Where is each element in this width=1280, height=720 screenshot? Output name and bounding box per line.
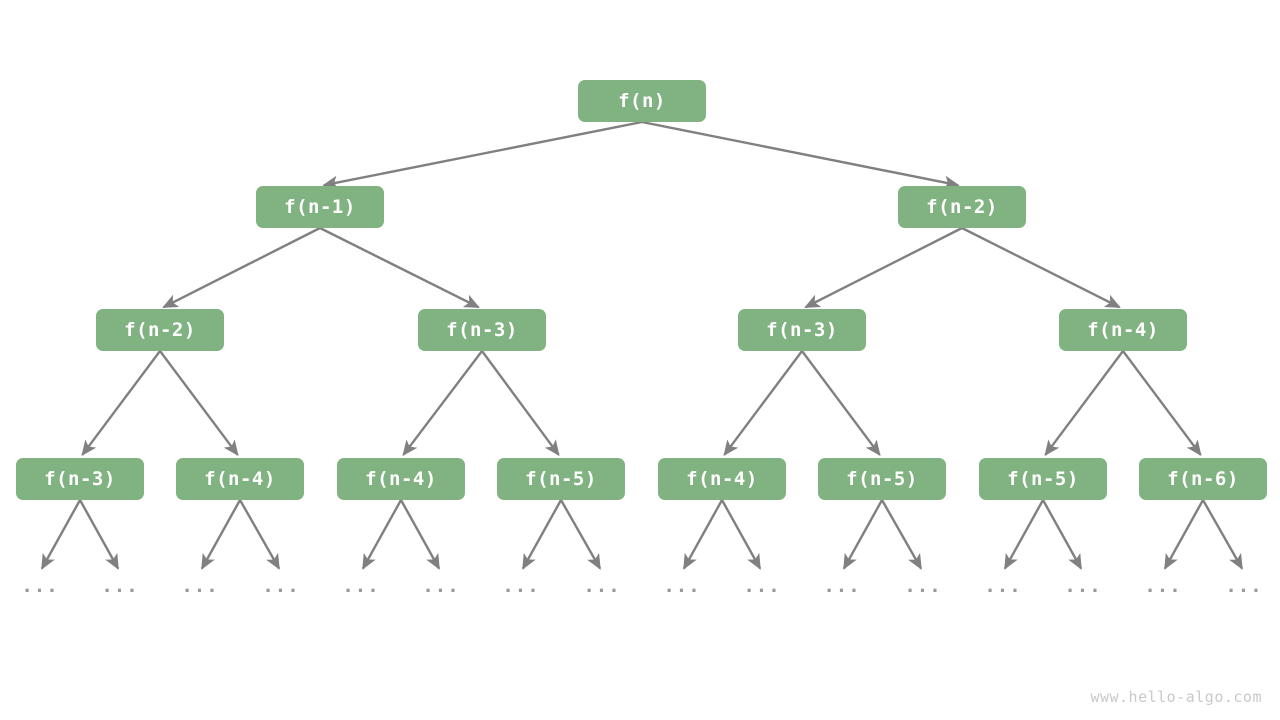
tree-node[interactable]: f(n-1)	[256, 186, 384, 228]
ellipsis-node: ...	[502, 575, 540, 597]
ellipsis-node: ...	[1225, 575, 1263, 597]
tree-node[interactable]: f(n-2)	[96, 309, 224, 351]
tree-edge	[1044, 350, 1124, 457]
ellipsis-node: ...	[1064, 575, 1102, 597]
tree-edge	[720, 499, 762, 570]
tree-edge	[641, 120, 960, 190]
tree-edge	[961, 226, 1121, 309]
ellipsis-node: ...	[262, 575, 300, 597]
tree-edge	[1003, 499, 1045, 570]
tree-edge	[238, 499, 281, 570]
tree-edge	[1122, 350, 1202, 457]
ellipsis-node: ...	[984, 575, 1022, 597]
tree-edge	[801, 350, 881, 457]
tree-node[interactable]: f(n-2)	[898, 186, 1026, 228]
tree-node[interactable]: f(n-5)	[979, 458, 1107, 500]
tree-edge	[842, 499, 884, 570]
tree-edge	[322, 120, 643, 190]
tree-edge	[481, 350, 560, 457]
ellipsis-node: ...	[422, 575, 460, 597]
tree-edge	[402, 350, 483, 457]
tree-node[interactable]: f(n-3)	[418, 309, 546, 351]
ellipsis-node: ...	[1144, 575, 1182, 597]
tree-node[interactable]: f(n-3)	[738, 309, 866, 351]
tree-node[interactable]: f(n-4)	[1059, 309, 1187, 351]
tree-edge	[521, 499, 563, 570]
ellipsis-node: ...	[663, 575, 701, 597]
tree-edge	[1163, 499, 1205, 570]
tree-edge	[804, 226, 963, 309]
tree-edge	[361, 499, 403, 570]
ellipsis-node: ...	[823, 575, 861, 597]
watermark: www.hello-algo.com	[1090, 688, 1262, 706]
ellipsis-node: ...	[904, 575, 942, 597]
ellipsis-node: ...	[342, 575, 380, 597]
tree-node[interactable]: f(n)	[578, 80, 706, 122]
ellipsis-node: ...	[743, 575, 781, 597]
tree-edge	[723, 350, 803, 457]
tree-edge	[319, 226, 480, 309]
ellipsis-node: ...	[181, 575, 219, 597]
tree-edge	[159, 350, 239, 457]
tree-node[interactable]: f(n-4)	[337, 458, 465, 500]
tree-node[interactable]: f(n-5)	[818, 458, 946, 500]
ellipsis-node: ...	[101, 575, 139, 597]
tree-edge	[40, 499, 82, 570]
tree-edge	[162, 226, 321, 309]
tree-edge	[559, 499, 602, 570]
ellipsis-node: ...	[583, 575, 621, 597]
tree-edge	[1201, 499, 1244, 570]
tree-edge	[200, 499, 242, 570]
tree-edge	[1041, 499, 1083, 570]
tree-edge	[682, 499, 724, 570]
tree-node[interactable]: f(n-4)	[658, 458, 786, 500]
tree-node[interactable]: f(n-6)	[1139, 458, 1267, 500]
tree-edge	[399, 499, 441, 570]
tree-node[interactable]: f(n-3)	[16, 458, 144, 500]
tree-edge	[81, 350, 161, 457]
tree-edge	[78, 499, 120, 570]
tree-node[interactable]: f(n-5)	[497, 458, 625, 500]
tree-edge	[880, 499, 923, 570]
ellipsis-node: ...	[21, 575, 59, 597]
tree-node[interactable]: f(n-4)	[176, 458, 304, 500]
